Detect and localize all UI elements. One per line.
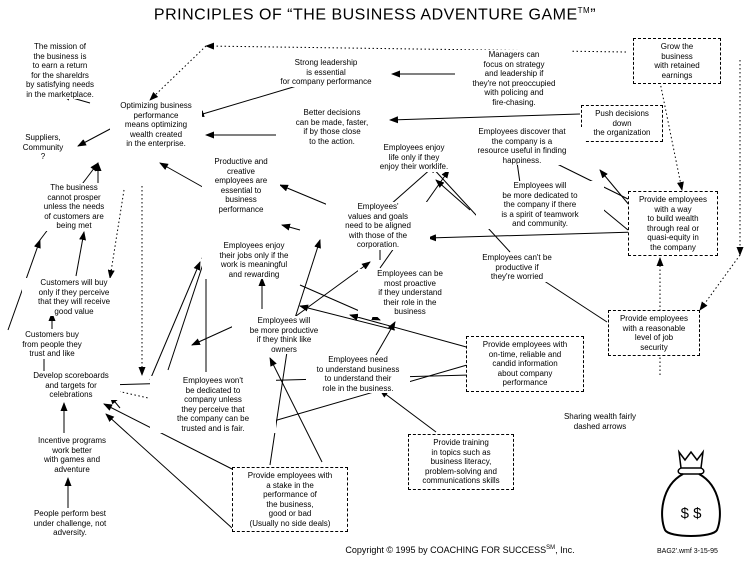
connector-arrow <box>281 223 301 231</box>
connector-arrow <box>379 389 437 433</box>
node-enjoy-life: Employees enjoy life only if they enjoy … <box>362 143 466 172</box>
connector-arrow <box>149 45 207 101</box>
connector-arrow <box>269 344 291 466</box>
footer-end: , Inc. <box>555 545 575 555</box>
connector-arrow <box>269 357 323 463</box>
connector-arrow <box>195 84 301 118</box>
node-managers: Managers can focus on strategy and leade… <box>456 50 572 107</box>
legend-note: Sharing wealth fairly dashed arrows <box>563 412 637 431</box>
node-cannot-prosper: The business cannot prosper unless the n… <box>32 183 116 231</box>
footer-service-mark: SM <box>546 545 556 551</box>
title-text: PRINCIPLES OF “THE BUSINESS ADVENTURE GA… <box>153 6 578 24</box>
connector-arrow <box>699 254 741 311</box>
file-reference: BAG2'.wmf 3-15-95 <box>657 548 718 555</box>
connector-arrow <box>75 231 87 277</box>
node-not-dedicated: Employees won't be dedicated to company … <box>150 376 276 433</box>
money-bag-icon: $ $ <box>661 449 721 537</box>
node-suppliers: Suppliers, Community ? <box>18 133 68 162</box>
node-information: Provide employees with on-time, reliable… <box>466 336 584 392</box>
node-enjoy-jobs: Employees enjoy their jobs only if the w… <box>202 241 306 279</box>
node-grow: Grow the business with retained earnings <box>633 38 721 84</box>
connector-arrow <box>149 261 201 381</box>
connector-arrow <box>259 364 468 427</box>
connector-arrow <box>167 251 208 371</box>
connector-arrow <box>544 157 631 201</box>
connector-arrow <box>107 189 125 279</box>
title-close-quote: ” <box>590 6 597 24</box>
node-incentive: Incentive programs work better with game… <box>30 436 114 474</box>
node-job-security: Provide employees with a reasonable leve… <box>608 310 700 356</box>
connector-arrow <box>103 403 235 471</box>
node-stake: Provide employees with a stake in the pe… <box>232 467 348 532</box>
connector-arrow <box>105 413 233 529</box>
node-scoreboards: Develop scoreboards and targets for cele… <box>22 371 120 400</box>
connector-arrow <box>349 313 471 349</box>
node-productive-owners: Employees will be more productive if the… <box>232 316 336 354</box>
node-worried: Employees can't be productive if they're… <box>464 253 570 282</box>
connector-arrow <box>299 304 396 331</box>
title-trademark: TM <box>577 6 591 15</box>
node-training: Provide training in topics such as busin… <box>408 434 514 490</box>
connector-arrow <box>427 231 639 242</box>
node-build-wealth: Provide employees with a way to build we… <box>628 191 718 256</box>
node-leadership: Strong leadership is essential for compa… <box>266 58 386 87</box>
node-customers-value: Customers will buy only if they perceive… <box>22 278 126 316</box>
connector-arrow <box>191 324 237 346</box>
node-mission: The mission of the business is to earn a… <box>10 42 110 99</box>
connector-arrow <box>659 81 684 191</box>
node-teamwork: Employees will be more dedicated to the … <box>476 181 604 229</box>
diagram-title: PRINCIPLES OF “THE BUSINESS ADVENTURE GA… <box>0 6 750 24</box>
node-proactive: Employees can be most proactive if they … <box>358 269 462 317</box>
node-customers-trust: Customers buy from people they trust and… <box>12 330 92 359</box>
node-optimizing: Optimizing business performance means op… <box>110 101 202 149</box>
node-better-decisions: Better decisions can be made, faster, if… <box>276 108 388 146</box>
money-bag-label: $ $ <box>681 505 703 522</box>
connector-arrow <box>435 179 471 211</box>
connector-arrow <box>77 127 113 147</box>
copyright-footer: Copyright © 1995 by COACHING FOR SUCCESS… <box>280 545 640 555</box>
connector-arrow <box>389 113 581 124</box>
node-challenge: People perform best under challenge, not… <box>22 509 118 538</box>
node-discover: Employees discover that the company is a… <box>460 127 584 165</box>
node-values-goals: Employees' values and goals need to be a… <box>326 202 430 250</box>
connector-arrow <box>375 321 396 356</box>
footer-text: Copyright © 1995 by COACHING FOR SUCCESS <box>345 545 547 555</box>
node-push-decisions: Push decisions down the organization <box>581 105 663 142</box>
node-productive-creative: Productive and creative employees are es… <box>202 157 280 214</box>
node-understand-business: Employees need to understand business to… <box>306 355 410 393</box>
